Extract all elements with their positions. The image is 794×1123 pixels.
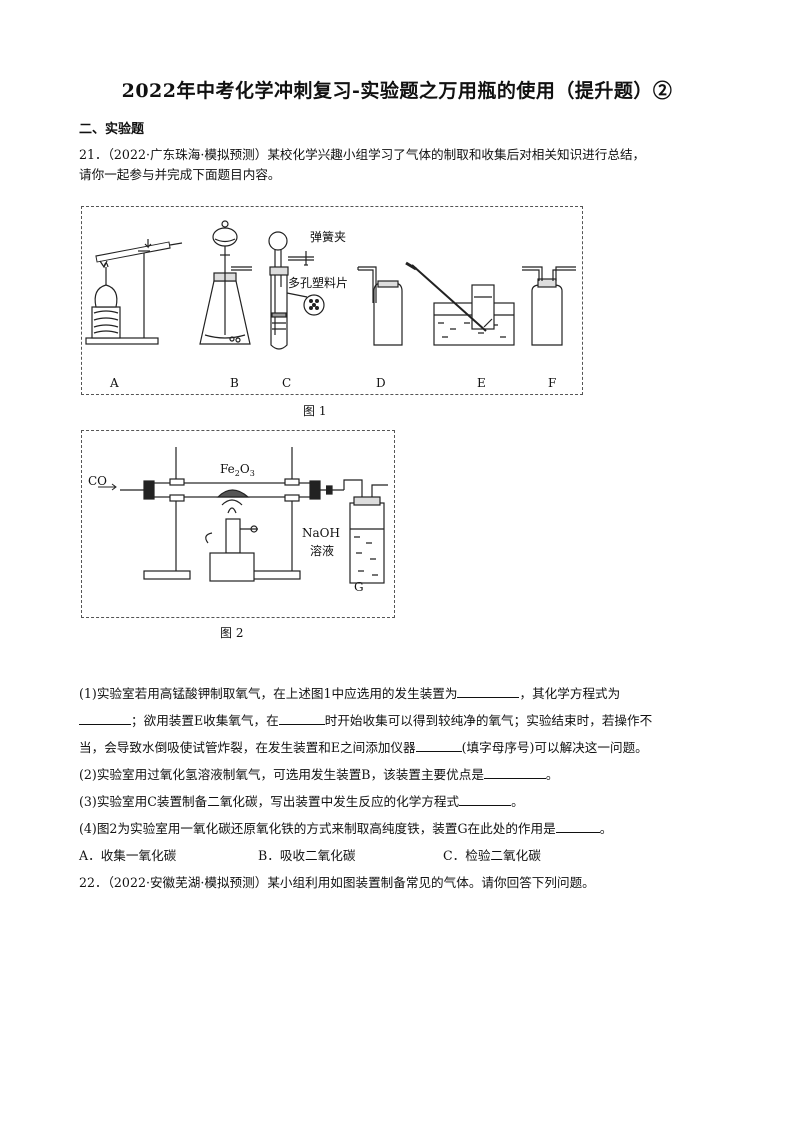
q21-p1-text-e: 当，会导致水倒吸使试管炸裂，在发生装置和E之间添加仪器	[79, 740, 416, 755]
option-b[interactable]: B．吸收二氧化碳	[258, 848, 356, 863]
q21-p1-text-a: (1)实验室若用高锰酸钾制取氧气，在上述图1中应选用的发生装置为	[79, 686, 458, 701]
apparatus-f	[522, 266, 576, 346]
figure-2-drawing: CO Fe2O3 NaOH 溶液 G	[88, 447, 388, 594]
fe2o3-fe: Fe	[220, 462, 235, 476]
q21-p2-text-a: (2)实验室用过氧化氢溶液制氧气，可选用发生装置B，该装置主要优点是	[79, 767, 484, 782]
apparatus-b	[199, 220, 252, 345]
q21-p4-text-b: 。	[599, 821, 613, 836]
apparatus-e	[405, 261, 515, 346]
q21-part4: (4)图2为实验室用一氧化碳还原氧化铁的方式来制取高纯度铁，装置G在此处的作用是…	[79, 818, 612, 837]
q21-p1-text-b: ，其化学方程式为	[519, 686, 621, 701]
q21-p1-text-f: (填字母序号)可以解决这一问题。	[461, 740, 648, 755]
q21-intro-line-1: 21．（2022·广东珠海·模拟预测）某校化学兴趣小组学习了气体的制取和收集后对…	[79, 147, 646, 162]
figure-1-caption: 图 1	[303, 404, 327, 418]
label-b: B	[230, 376, 239, 390]
label-a: A	[109, 376, 119, 390]
section-heading: 二、实验题	[79, 122, 145, 137]
apparatus-a	[85, 239, 183, 345]
q21-p1-text-d: 时开始收集可以得到较纯净的氧气；实验结束时，若操作不	[324, 713, 653, 728]
figure-2: CO Fe2O3 NaOH 溶液 G	[81, 430, 395, 618]
option-c[interactable]: C．检验二氧化碳	[443, 848, 541, 863]
answer-blank-4[interactable]	[415, 738, 462, 752]
answer-blank-5[interactable]	[483, 765, 546, 779]
q21-intro-line-2: 请你一起参与并完成下面题目内容。	[79, 167, 281, 182]
fe2o3-o: O	[240, 462, 250, 476]
answer-blank-6[interactable]	[459, 792, 512, 806]
figure-2-caption: 图 2	[220, 626, 244, 640]
q21-part3: (3)实验室用C装置制备二氧化碳，写出装置中发生反应的化学方程式 。	[79, 791, 524, 810]
q21-part1-line2: ；欲用装置E收集氧气，在 时开始收集可以得到较纯净的氧气；实验结束时，若操作不	[79, 710, 652, 729]
q21-p4-text-a: (4)图2为实验室用一氧化碳还原氧化铁的方式来制取高纯度铁，装置G在此处的作用是	[79, 821, 556, 836]
page-title: 2022年中考化学冲刺复习-实验题之万用瓶的使用（提升题）②	[121, 80, 673, 102]
label-g: G	[354, 580, 364, 594]
q21-part1-line3: 当，会导致水倒吸使试管炸裂，在发生装置和E之间添加仪器 (填字母序号)可以解决这一…	[79, 737, 648, 756]
q21-p2-text-b: 。	[545, 767, 559, 782]
label-porous-plate: 多孔塑料片	[288, 275, 348, 290]
fe2o3-sub-3: 3	[250, 469, 255, 478]
label-f: F	[548, 376, 556, 390]
q21-part2: (2)实验室用过氧化氢溶液制氧气，可选用发生装置B，该装置主要优点是 。	[79, 764, 559, 783]
q21-p1-text-c: ；欲用装置E收集氧气，在	[131, 713, 279, 728]
q22-intro: 22．（2022·安徽芜湖·模拟预测）某小组利用如图装置制备常见的气体。请你回答…	[79, 875, 595, 890]
label-co: CO	[88, 474, 107, 488]
q21-intro: 21．（2022·广东珠海·模拟预测）某校化学兴趣小组学习了气体的制取和收集后对…	[79, 145, 719, 185]
label-e: E	[477, 376, 486, 390]
answer-blank-3[interactable]	[278, 711, 325, 725]
answer-blank-1[interactable]	[457, 684, 520, 698]
label-naoh: NaOH	[302, 526, 340, 540]
q21-p3-text-b: 。	[511, 794, 524, 809]
option-a[interactable]: A．收集一氧化碳	[79, 848, 177, 863]
label-solution: 溶液	[310, 543, 334, 558]
label-d: D	[376, 376, 386, 390]
q21-part1-line1: (1)实验室若用高锰酸钾制取氧气，在上述图1中应选用的发生装置为 ，其化学方程式为	[79, 683, 620, 702]
q21-p3-text-a: (3)实验室用C装置制备二氧化碳，写出装置中发生反应的化学方程式	[79, 794, 460, 809]
figure-1: 弹簧夹 多孔塑料片 A B C D E F	[81, 206, 583, 395]
figure-1-drawing: 弹簧夹 多孔塑料片 A B C D E F	[85, 220, 576, 390]
answer-blank-7[interactable]	[555, 819, 600, 833]
label-fe2o3: Fe2O3	[220, 462, 255, 478]
label-c: C	[282, 376, 291, 390]
label-spring-clip: 弹簧夹	[310, 229, 346, 244]
fe2o3-sub-2: 2	[235, 469, 240, 478]
apparatus-c	[268, 231, 325, 350]
answer-blank-2[interactable]	[79, 711, 131, 725]
apparatus-d	[357, 266, 403, 346]
